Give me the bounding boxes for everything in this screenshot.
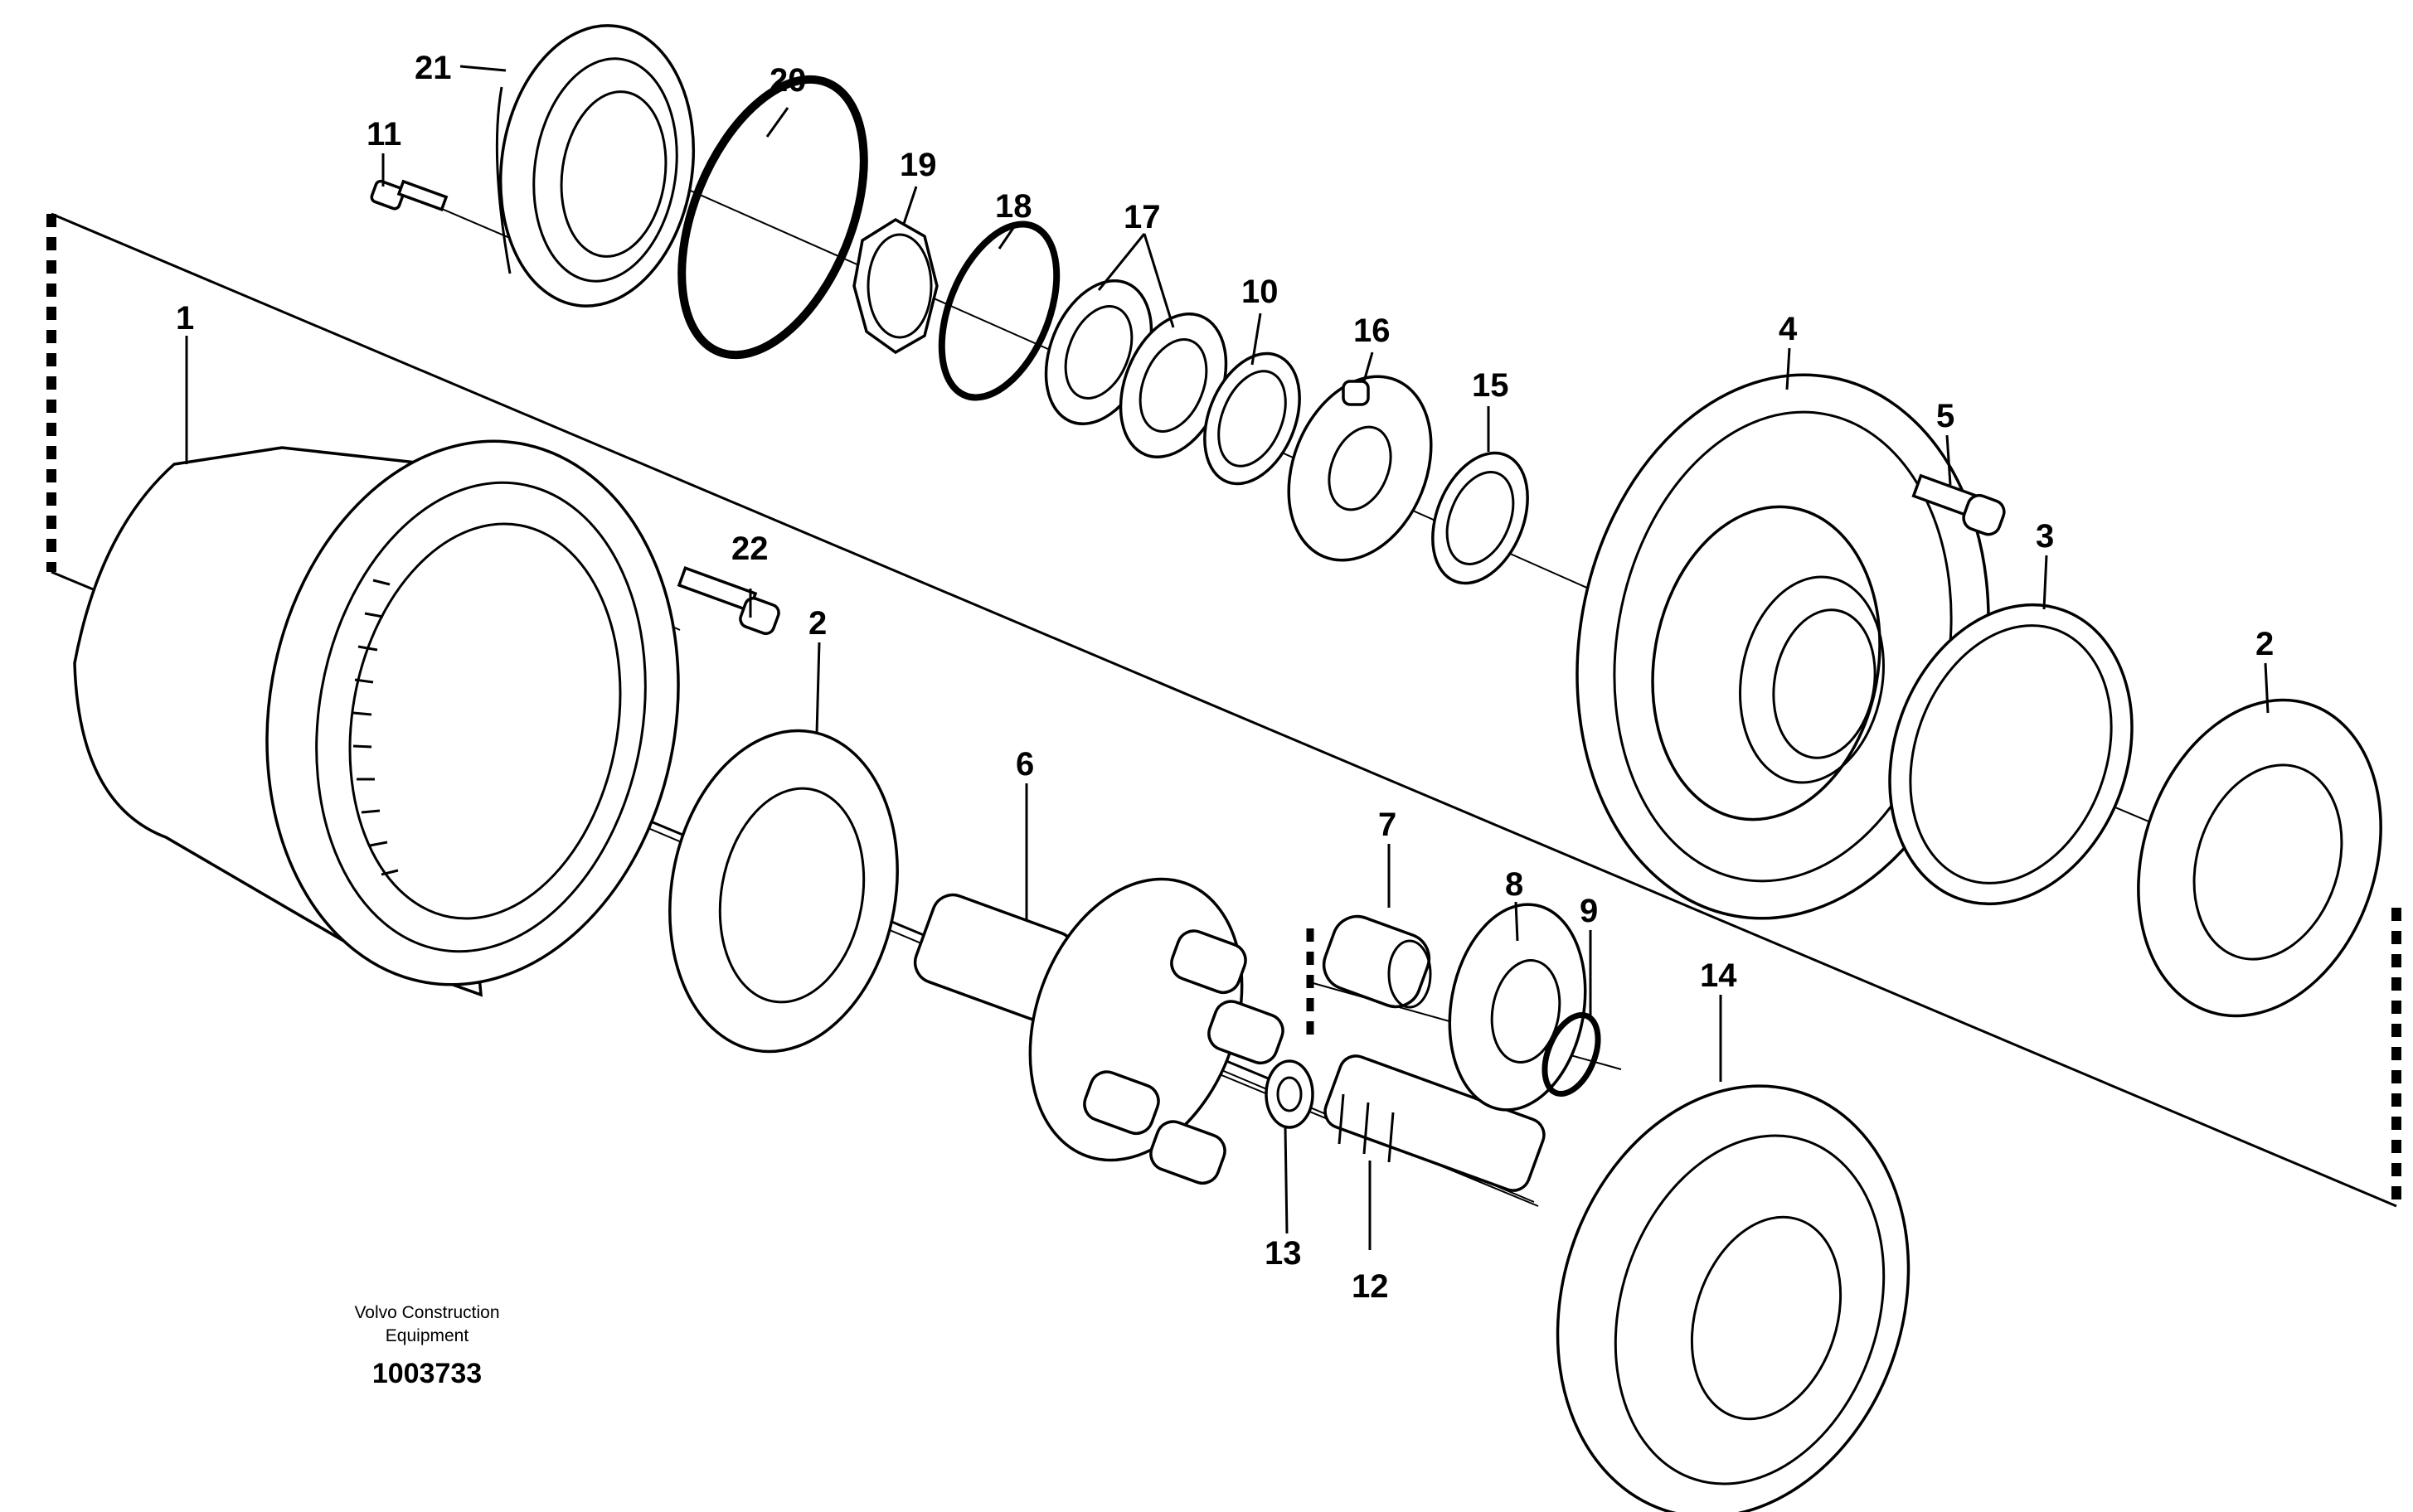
callout-5: 5 (1936, 398, 1954, 434)
callout-15: 15 (1472, 367, 1509, 404)
part-7-needle-bearing (1322, 914, 1432, 1009)
part-1-hub-housing (73, 439, 680, 997)
callout-16: 16 (1353, 313, 1391, 349)
part-20-o-ring (677, 75, 868, 360)
part-8-planet-gear (1448, 903, 1587, 1112)
part-11-bolt (370, 179, 449, 211)
callout-18: 18 (995, 188, 1032, 225)
part-12-sun-gear (1323, 1054, 1546, 1192)
callout-4: 4 (1779, 311, 1798, 347)
callout-labels: 21 20 11 19 18 17 10 16 15 4 5 3 2 1 22 … (176, 50, 2274, 1305)
part-14-drum (1556, 1084, 1910, 1512)
part-22-bolt (677, 566, 780, 636)
callout-21: 21 (415, 50, 452, 86)
callout-11: 11 (367, 116, 401, 153)
part-9-retaining-ring (1542, 1011, 1601, 1098)
brand-block: Volvo Construction Equipment 1003733 (354, 1303, 499, 1389)
callout-6: 6 (1016, 746, 1034, 783)
callout-20: 20 (770, 62, 807, 99)
part-2-bearing-right (2137, 698, 2382, 1018)
leader-lines (185, 65, 2270, 1250)
part-10-washer (1203, 351, 1301, 486)
part-2-bearing-left (668, 729, 899, 1054)
part-15-thrust-washer (1431, 451, 1529, 585)
part-18-snap-ring (938, 220, 1061, 401)
callout-7: 7 (1378, 807, 1396, 843)
document-number: 1003733 (372, 1358, 482, 1389)
callout-19: 19 (900, 147, 937, 183)
brand-line-2: Equipment (386, 1326, 469, 1345)
callout-1: 1 (176, 300, 194, 337)
callout-3: 3 (2036, 518, 2054, 555)
part-17-lock-washers (1044, 279, 1228, 458)
callout-22: 22 (731, 531, 769, 567)
part-21-cover (495, 24, 696, 308)
callout-2-right: 2 (2255, 626, 2274, 662)
callout-2-left: 2 (808, 605, 827, 642)
part-4-hub-flange (1575, 373, 1990, 920)
part-19-nut (852, 217, 939, 355)
part-6-planet-carrier (913, 877, 1284, 1185)
part-3-seal (1888, 603, 2134, 906)
brand-line-1: Volvo Construction (354, 1303, 499, 1322)
callout-12: 12 (1352, 1268, 1389, 1305)
callout-8: 8 (1505, 866, 1523, 903)
callout-10: 10 (1241, 274, 1279, 310)
callout-9: 9 (1580, 893, 1598, 929)
callout-14: 14 (1700, 957, 1737, 994)
part-16-plate (1287, 375, 1433, 562)
callout-17: 17 (1124, 199, 1161, 235)
part-5-bolt (1911, 473, 2006, 536)
callout-13: 13 (1265, 1235, 1302, 1272)
part-13-spacer (1265, 1059, 1314, 1129)
